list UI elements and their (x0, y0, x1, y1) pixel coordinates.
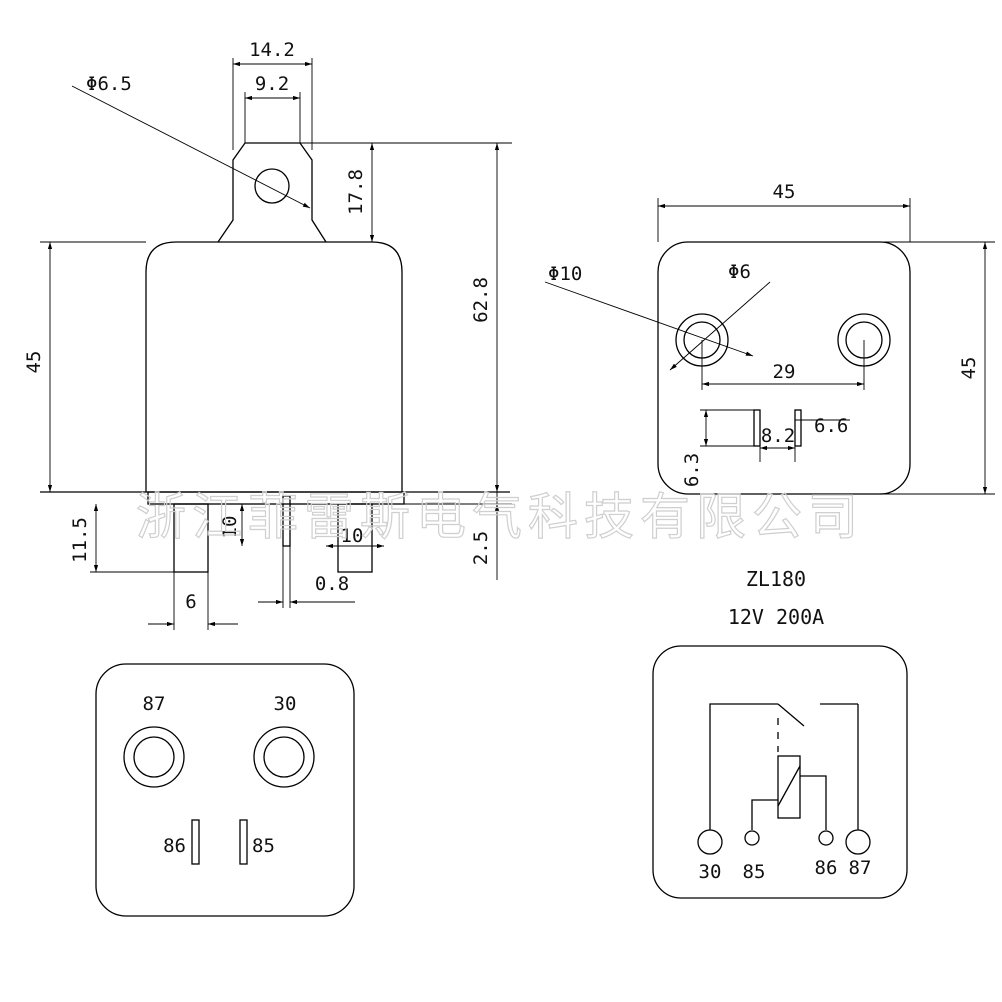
model-name: ZL180 (746, 567, 806, 591)
schematic: 30 85 86 87 (652, 645, 908, 899)
terminal-85-blade (239, 819, 248, 865)
dim-hole-diameter: Φ6.5 (86, 73, 132, 95)
dim-blade-spacing: 8.2 (761, 425, 795, 447)
schematic-outline (652, 645, 908, 899)
watermark-text: 浙江菲雷斯电气科技有限公司 (136, 488, 864, 546)
dim-blade-height: 6.3 (681, 453, 703, 487)
top-view: 45 45 Φ10 Φ6 29 6.6 8.2 6.3 (544, 181, 995, 495)
terminal-30-outer (253, 726, 315, 788)
tab-hole (254, 168, 290, 204)
top-blade-right (794, 409, 802, 447)
terminal-30-inner (263, 736, 305, 778)
dim-terminal-height: 10 (219, 516, 241, 539)
schematic-label-85: 85 (743, 861, 766, 883)
schematic-terminal-85 (744, 830, 760, 846)
dim-inner-diameter: Φ6 (728, 261, 751, 283)
dim-body-height: 45 (23, 351, 45, 374)
mounting-tab (217, 142, 327, 243)
dim-hole-spacing: 9.2 (255, 73, 289, 95)
dim-pin-offset: 2.5 (470, 531, 492, 565)
dim-tab-height: 17.8 (345, 169, 367, 215)
pinout-outline (95, 663, 355, 917)
dim-blade-width: 6.6 (814, 415, 848, 437)
dim-top-width: 45 (773, 181, 796, 203)
schematic-label-86: 86 (815, 857, 838, 879)
dim-pin-length: 11.5 (69, 517, 91, 563)
dim-outer-diameter: Φ10 (548, 263, 582, 285)
right-terminal (337, 503, 373, 573)
model-rating: 12V 200A (728, 605, 824, 629)
dim-stud-spacing: 29 (773, 361, 796, 383)
pinout-label-87: 87 (143, 693, 166, 715)
side-view: 14.2 9.2 Φ6.5 17.8 62.8 45 11.5 10 10 (23, 39, 512, 630)
base-plate (147, 491, 405, 505)
schematic-terminal-87 (845, 829, 871, 855)
dim-top-height: 45 (958, 357, 980, 380)
top-view-outline (657, 241, 911, 495)
terminal-87-inner (133, 736, 175, 778)
schematic-terminal-30 (697, 829, 723, 855)
schematic-label-87: 87 (849, 857, 872, 879)
dim-terminal-width: 10 (341, 525, 364, 547)
schematic-terminal-86 (818, 830, 834, 846)
pinout-label-86: 86 (163, 835, 186, 857)
terminal-86-blade (191, 819, 200, 865)
relay-body (145, 241, 403, 492)
left-pin (173, 503, 209, 573)
pinout-label-85: 85 (252, 835, 275, 857)
dim-blade-thickness: 0.8 (315, 573, 349, 595)
terminal-87-outer (123, 726, 185, 788)
dim-total-height: 62.8 (470, 277, 492, 323)
pinout-label-30: 30 (274, 693, 297, 715)
schematic-label-30: 30 (699, 861, 722, 883)
dim-pin-width: 6 (185, 591, 196, 613)
center-blade (282, 495, 291, 547)
dim-tab-width: 14.2 (249, 39, 295, 61)
pinout-view: 87 30 86 85 (95, 663, 355, 917)
top-blade-left (753, 409, 761, 447)
coil (777, 755, 801, 819)
